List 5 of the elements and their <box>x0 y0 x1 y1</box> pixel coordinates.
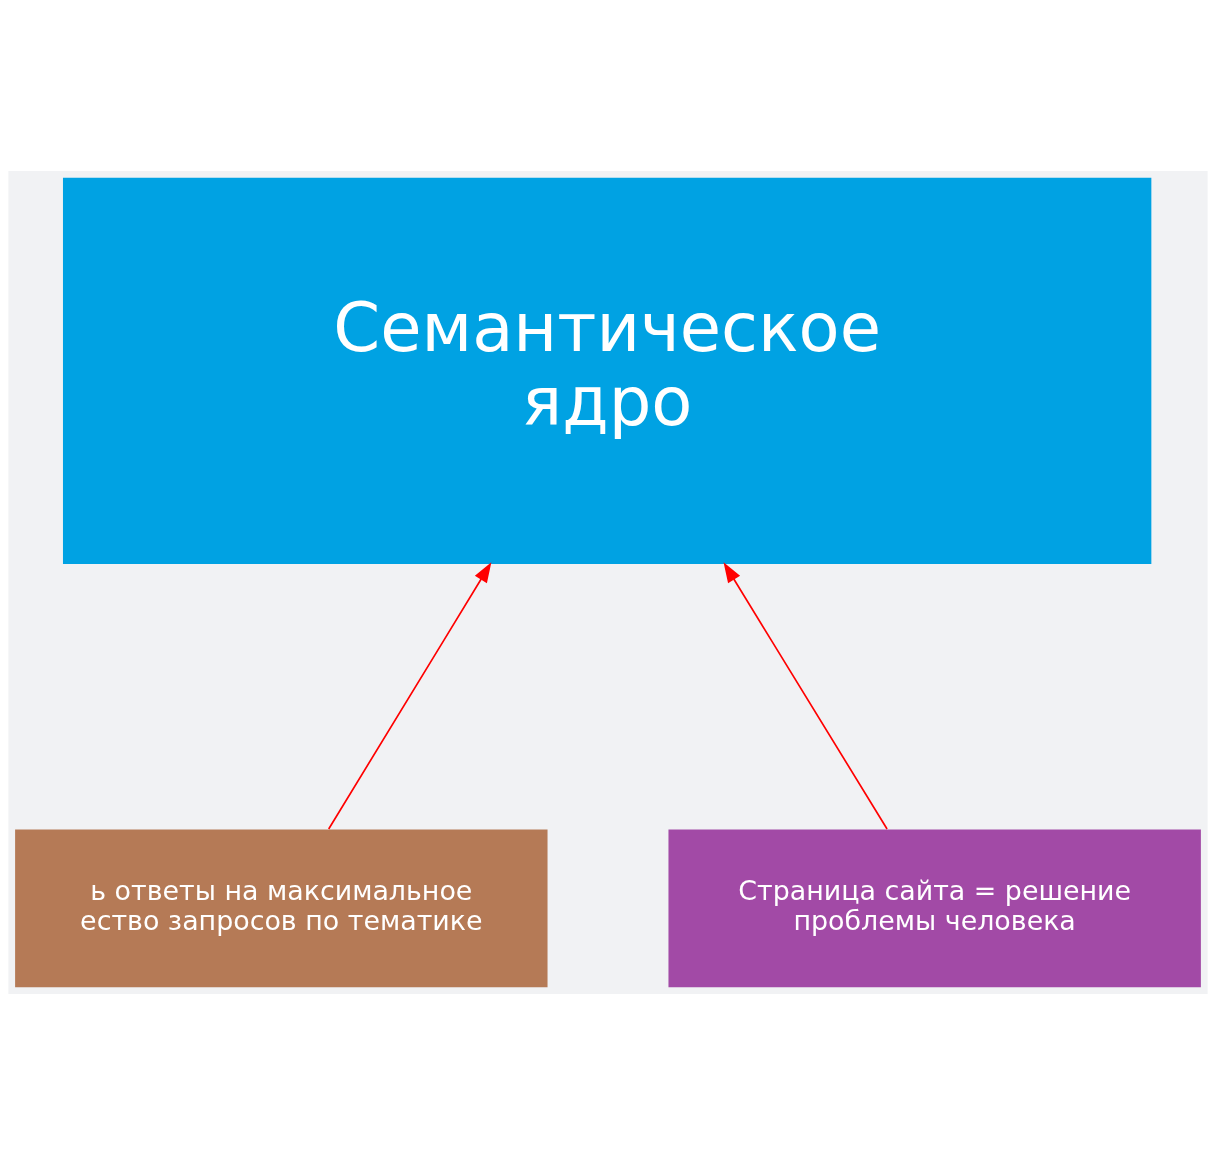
arrow <box>723 561 888 830</box>
arrow <box>327 561 492 830</box>
node-box: Семантическое ядро <box>62 177 1152 564</box>
node-box: ь ответы на максимальное ество запросов по тематике <box>15 828 548 987</box>
node-box: Страница сайта = решение проблемы человека <box>668 828 1201 987</box>
